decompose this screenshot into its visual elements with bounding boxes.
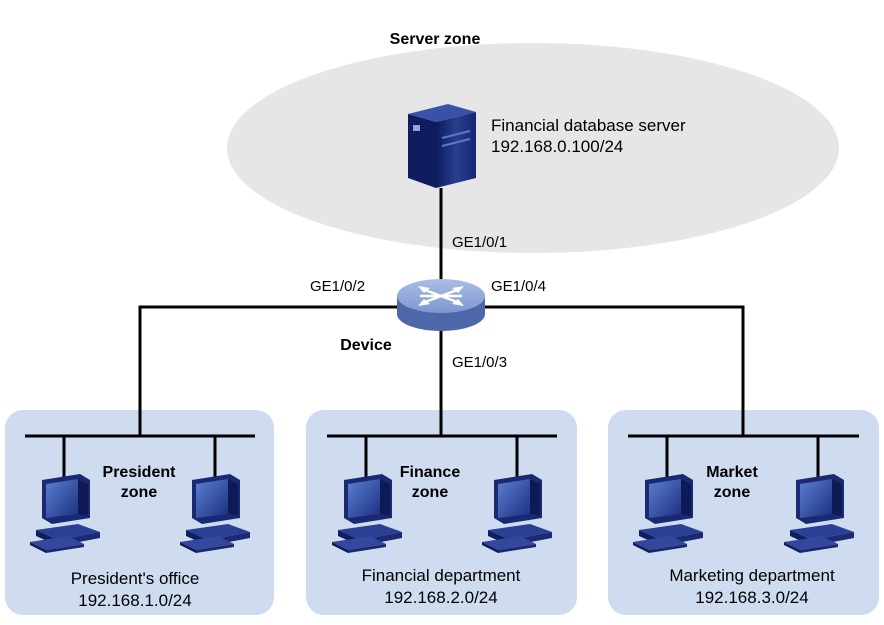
finance-zone-word: zone xyxy=(412,484,449,501)
link-device-market xyxy=(484,305,745,436)
president-subnet: 192.168.1.0/24 xyxy=(78,591,191,610)
president-dept: President's office xyxy=(71,569,200,588)
server-ip: 192.168.0.100/24 xyxy=(491,137,623,156)
network-links xyxy=(25,188,859,478)
finance-zone-area xyxy=(306,410,577,615)
finance-dept: Financial department xyxy=(362,566,521,585)
port-ge1-0-1: GE1/0/1 xyxy=(452,234,507,251)
device-router-icon xyxy=(397,279,485,331)
finance-subnet: 192.168.2.0/24 xyxy=(384,588,497,607)
link-device-president xyxy=(138,305,398,436)
server-name: Financial database server xyxy=(491,116,686,135)
market-dept: Marketing department xyxy=(669,566,835,585)
server-icon xyxy=(408,104,476,188)
market-zone-area xyxy=(608,410,879,615)
market-zone-word: zone xyxy=(714,484,751,501)
port-ge1-0-3: GE1/0/3 xyxy=(452,354,507,371)
market-subnet: 192.168.3.0/24 xyxy=(695,588,808,607)
market-zone-name: Market xyxy=(706,464,758,481)
president-zone-name: President xyxy=(103,464,177,481)
server-zone-title: Server zone xyxy=(390,31,481,48)
port-ge1-0-2: GE1/0/2 xyxy=(310,278,365,295)
device-label: Device xyxy=(340,337,392,354)
server-zone-area xyxy=(227,43,839,253)
finance-zone-name: Finance xyxy=(400,464,461,481)
president-zone-word: zone xyxy=(121,484,158,501)
president-zone-area xyxy=(5,410,274,615)
port-ge1-0-4: GE1/0/4 xyxy=(491,278,546,295)
